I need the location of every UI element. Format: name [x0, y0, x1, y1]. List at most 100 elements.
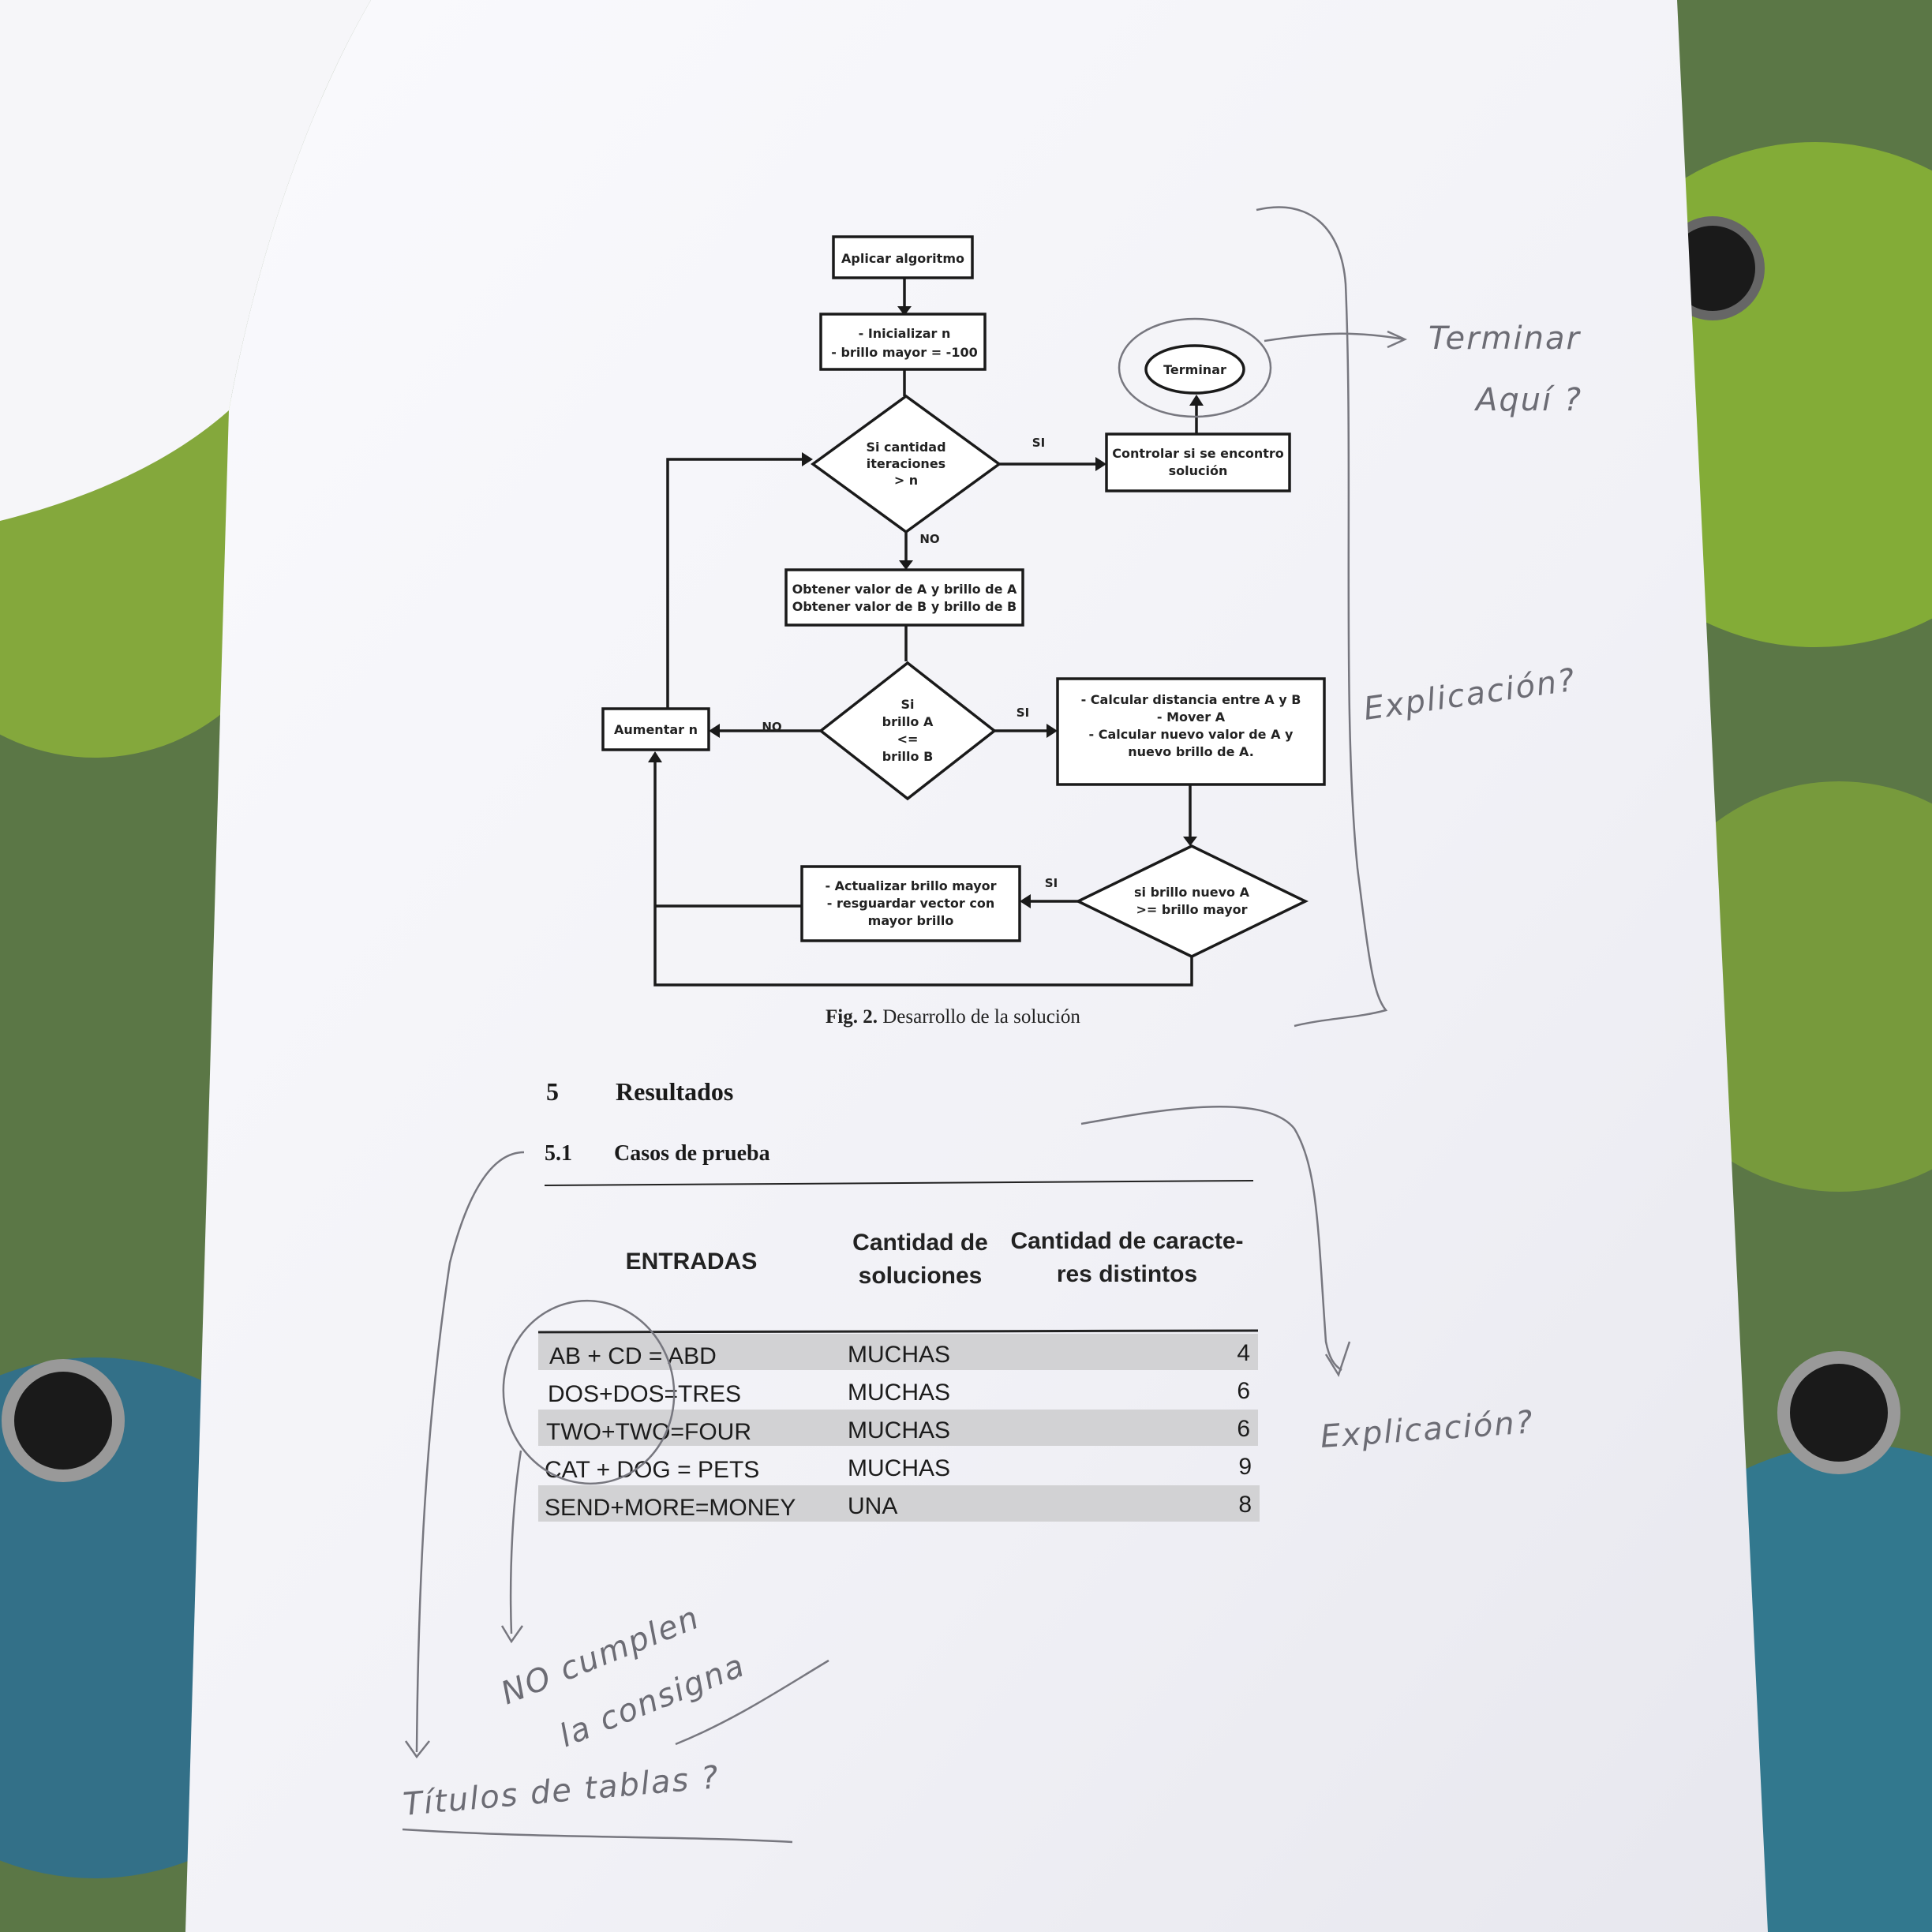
calc-label-3: - Calcular nuevo valor de A y: [1089, 727, 1294, 742]
si-label-2: SI: [1017, 706, 1029, 720]
cell-soluciones: MUCHAS: [848, 1380, 950, 1406]
circle-mark: [502, 1299, 676, 1485]
start-box: [832, 235, 974, 279]
pointer-tip: [1324, 1341, 1351, 1377]
control-label-1: Controlar si se encontro: [1112, 446, 1284, 461]
subsection-number: 5.1: [545, 1141, 572, 1166]
cell-soluciones: MUCHAS: [848, 1417, 950, 1443]
return-line: [653, 758, 1193, 987]
update-box: [800, 865, 1021, 942]
curled-page: [0, 0, 371, 521]
table-row: SEND+MORE=MONEY UNA 8: [545, 1492, 1252, 1521]
arrowhead: [709, 724, 720, 738]
bracket-mark: [1256, 206, 1388, 1028]
pointer-curve: [415, 1151, 525, 1753]
si-label-3: SI: [1045, 876, 1058, 890]
arrowhead: [1020, 894, 1031, 908]
cell-entrada: SEND+MORE=MONEY: [545, 1495, 796, 1521]
table-row: TWO+TWO=FOUR MUCHAS 6: [546, 1416, 1250, 1445]
pointer-tip: [404, 1740, 430, 1759]
decision2-label-3: <=: [897, 732, 919, 747]
init-box: [819, 313, 987, 371]
header-caracteres-2: res distintos: [1057, 1261, 1197, 1287]
subsection-title: Casos de prueba: [614, 1141, 770, 1166]
cell-entrada: CAT + DOG = PETS: [545, 1457, 759, 1483]
circle-mark: [1118, 317, 1272, 418]
cell-caracteres: 8: [1238, 1492, 1252, 1518]
flowchart: Aplicar algoritmo - Inicializar n - bril…: [601, 235, 1326, 987]
decision1-label-2: iteraciones: [867, 456, 945, 471]
table-row-stripe: [538, 1410, 1258, 1446]
pointer-tip: [500, 1625, 524, 1644]
arrowhead: [1095, 457, 1106, 471]
si-label-1: SI: [1032, 436, 1045, 450]
figure-caption-text: Desarrollo de la solución: [882, 1006, 1080, 1028]
decision3-label-2: >= brillo mayor: [1136, 902, 1247, 917]
cell-entrada: DOS+DOS=TRES: [548, 1381, 741, 1407]
decision3-label-1: si brillo nuevo A: [1134, 885, 1250, 900]
table-row: CAT + DOG = PETS MUCHAS 9: [545, 1454, 1252, 1483]
arrowhead: [1189, 395, 1204, 406]
obtain-box: [784, 568, 1024, 627]
update-label-1: - Actualizar brillo mayor: [825, 878, 996, 893]
paper-sheet: [185, 0, 1768, 1932]
update-label-3: mayor brillo: [868, 913, 954, 928]
calc-label-2: - Mover A: [1157, 710, 1226, 724]
figure-caption-label: Fig. 2.: [826, 1006, 878, 1028]
loop-line: [666, 458, 808, 709]
increase-box: [601, 707, 710, 751]
arrowhead: [648, 751, 662, 762]
header-entradas: ENTRADAS: [626, 1249, 758, 1275]
cell-soluciones: MUCHAS: [848, 1455, 950, 1481]
pointer-curve: [1080, 1106, 1342, 1372]
note-aqui: Aquí ?: [1473, 382, 1582, 418]
header-caracteres-1: Cantidad de caracte-: [1010, 1228, 1243, 1254]
underline-mark: [675, 1659, 829, 1746]
start-label: Aplicar algoritmo: [841, 251, 964, 266]
end-label: Terminar: [1163, 362, 1226, 377]
section-number: 5: [546, 1077, 559, 1106]
header-soluciones-line2: soluciones: [859, 1263, 983, 1289]
increase-label: Aumentar n: [614, 722, 698, 737]
header-soluciones-1: Cantidad de: [852, 1230, 988, 1256]
cell-entrada: AB + CD = ABD: [549, 1343, 717, 1369]
arrowhead: [899, 560, 913, 570]
section-title: Resultados: [616, 1077, 733, 1106]
calc-label-1: - Calcular distancia entre A y B: [1081, 692, 1301, 707]
control-label-2: solución: [1169, 463, 1228, 478]
arrowhead: [897, 306, 912, 316]
cell-caracteres: 6: [1237, 1378, 1250, 1404]
decision1-label-1: Si cantidad: [866, 440, 945, 455]
arrowhead: [1046, 724, 1058, 738]
init-label-2: - brillo mayor = -100: [831, 345, 977, 360]
control-box: [1105, 432, 1291, 492]
table-header-rule: [537, 1329, 1259, 1334]
end-ellipse: [1144, 344, 1245, 395]
cell-soluciones: UNA: [848, 1493, 897, 1519]
update-label-2: - resguardar vector con: [827, 896, 994, 911]
glass-ring: [2, 1359, 125, 1482]
cell-caracteres: 6: [1237, 1416, 1250, 1442]
cell-caracteres: 4: [1237, 1340, 1250, 1366]
arrowhead: [1183, 837, 1197, 846]
obtain-label-1: Obtener valor de A y brillo de A: [792, 582, 1017, 597]
underline-mark: [402, 1828, 793, 1844]
table-top-rule: [544, 1180, 1254, 1186]
table-row-stripe: [538, 1485, 1260, 1522]
note-terminar: Terminar: [1428, 320, 1581, 357]
no-label-2: NO: [762, 720, 781, 734]
arrowhead: [802, 452, 813, 466]
obtain-label-2: Obtener valor de B y brillo de B: [792, 599, 1017, 614]
glass-ring: [1777, 1351, 1900, 1474]
pointer-arrow: [1264, 330, 1408, 349]
cell-caracteres: 9: [1238, 1454, 1252, 1480]
decision1-label-3: > n: [894, 473, 918, 488]
pointer-curve: [509, 1450, 522, 1634]
decision2-label-2: brillo A: [882, 714, 934, 729]
no-label-1: NO: [919, 532, 939, 546]
calc-label-4: nuevo brillo de A.: [1128, 744, 1254, 759]
decision2-label-1: Si: [900, 697, 914, 712]
init-label-1: - Inicializar n: [859, 326, 951, 341]
decision-brightness: [818, 661, 997, 801]
